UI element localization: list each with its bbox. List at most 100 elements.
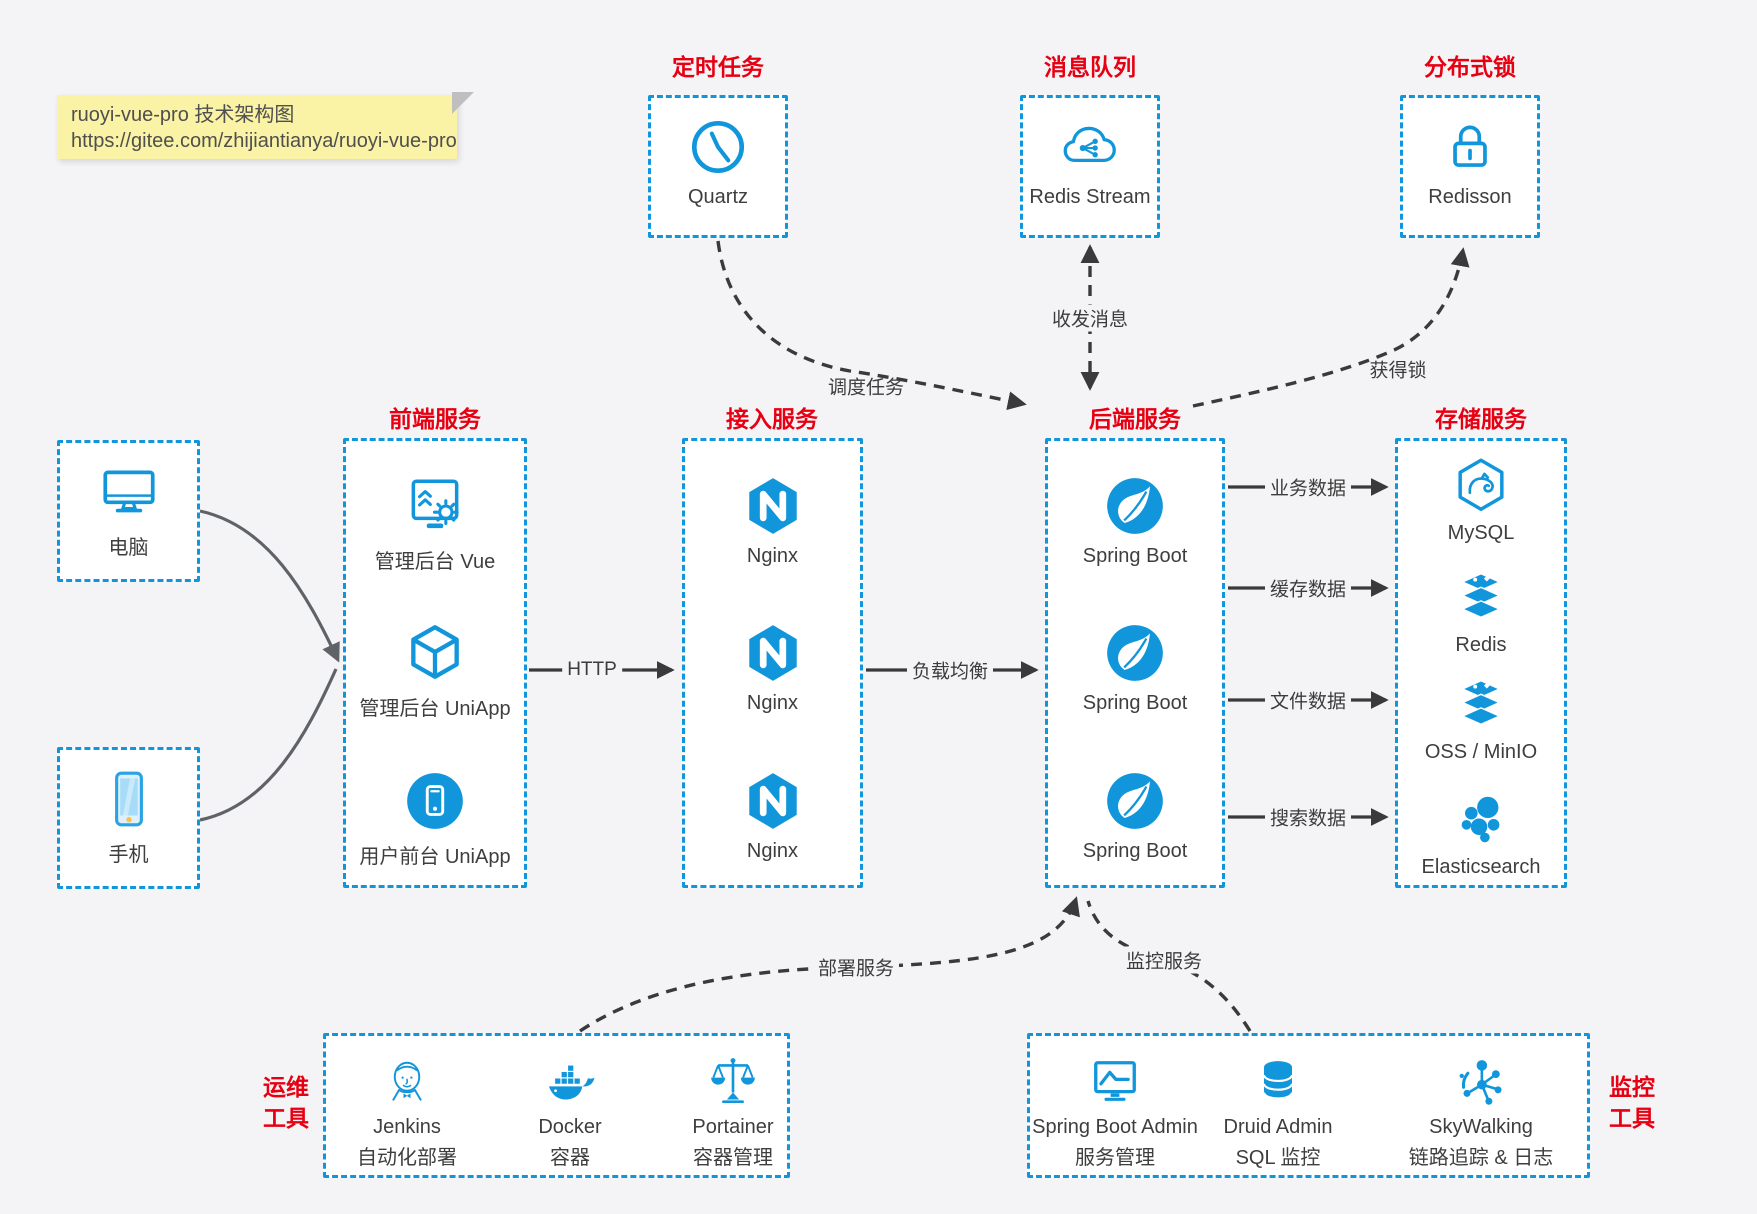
group-title-queue: 消息队列 <box>1044 54 1136 80</box>
edge-computer-to-frontend <box>199 509 340 663</box>
redis-stream-box: Redis Stream <box>1020 95 1160 238</box>
phone-circle-icon <box>402 768 468 834</box>
edge-acquire-lock-curve <box>1192 247 1470 408</box>
node-sublabel: 链路追踪 & 日志 <box>1408 1147 1554 1169</box>
gateway-box: Nginx Nginx Nginx <box>682 438 863 888</box>
scales-icon <box>705 1054 761 1110</box>
node-mysql: MySQL <box>1398 454 1564 545</box>
node-springboot-3: Spring Boot <box>1048 768 1222 863</box>
node-label: Druid Admin <box>1223 1116 1333 1138</box>
edge-label-http: HTTP <box>562 659 622 681</box>
edge-label-acquire-lock: 获得锁 <box>1369 360 1427 382</box>
monitor-chart-icon <box>1087 1054 1143 1110</box>
sticky-note: ruoyi-vue-pro 技术架构图 https://gitee.com/zh… <box>57 92 474 159</box>
node-nginx-3: Nginx <box>685 768 860 863</box>
node-oss-minio: OSS / MinIO <box>1398 673 1564 764</box>
node-quartz: Quartz <box>651 98 785 209</box>
group-title-frontend: 前端服务 <box>389 406 481 432</box>
frontend-box: 管理后台 Vue 管理后台 UniApp 用户前台 UniApp <box>343 438 527 888</box>
node-sublabel: 自动化部署 <box>357 1147 457 1169</box>
padlock-icon <box>1437 114 1503 180</box>
spring-leaf-icon <box>1102 473 1168 539</box>
node-admin-uniapp: 管理后台 UniApp <box>346 620 524 721</box>
elasticsearch-icon <box>1450 788 1512 850</box>
nginx-icon <box>740 768 806 834</box>
node-spring-boot-admin: Spring Boot Admin 服务管理 <box>1015 1054 1215 1170</box>
node-label: 手机 <box>108 844 149 866</box>
spring-leaf-icon <box>1102 768 1168 834</box>
node-label: Spring Boot Admin <box>1032 1116 1198 1138</box>
edge-phone-to-frontend <box>199 668 338 822</box>
admin-screen-gear-icon <box>402 473 468 539</box>
node-hub-icon <box>1453 1054 1509 1110</box>
node-redis: Redis <box>1398 566 1564 657</box>
storage-box: MySQL Redis <box>1395 438 1567 888</box>
node-label: Portainer <box>692 1116 774 1138</box>
edge-label-monitor: 监控服务 <box>1120 946 1208 974</box>
redisson-box: Redisson <box>1400 95 1540 238</box>
edge-label-cache-data: 缓存数据 <box>1264 574 1352 602</box>
edge-label-search-data: 搜索数据 <box>1264 803 1352 831</box>
node-label: Elasticsearch <box>1421 856 1541 878</box>
node-elasticsearch: Elasticsearch <box>1398 788 1564 879</box>
group-title-storage: 存储服务 <box>1435 406 1527 432</box>
node-docker: Docker 容器 <box>470 1054 670 1170</box>
node-springboot-1: Spring Boot <box>1048 473 1222 568</box>
node-user-uniapp: 用户前台 UniApp <box>346 768 524 869</box>
group-title-monitoring: 监控 工具 <box>1609 1074 1655 1131</box>
group-title-gateway: 接入服务 <box>726 406 818 432</box>
note-fold-corner <box>452 92 474 114</box>
node-nginx-1: Nginx <box>685 473 860 568</box>
node-label: Spring Boot <box>1082 545 1188 567</box>
group-title-ops: 运维 工具 <box>263 1074 309 1131</box>
ops-box: Jenkins 自动化部署 Docker 容器 <box>323 1033 790 1178</box>
node-admin-vue: 管理后台 Vue <box>346 473 524 574</box>
node-sublabel: SQL 监控 <box>1235 1147 1321 1169</box>
node-redis-stream: Redis Stream <box>1023 98 1157 209</box>
quartz-box: Quartz <box>648 95 788 238</box>
group-title-lock: 分布式锁 <box>1424 54 1516 80</box>
node-sublabel: 容器 <box>550 1147 590 1169</box>
node-phone: 手机 <box>60 750 197 867</box>
node-label: Nginx <box>746 840 799 862</box>
node-nginx-2: Nginx <box>685 620 860 715</box>
smartphone-icon <box>96 766 162 832</box>
redis-stack-icon <box>1450 673 1512 735</box>
edge-label-schedule: 调度任务 <box>827 377 905 399</box>
node-springboot-2: Spring Boot <box>1048 620 1222 715</box>
node-label: 电脑 <box>108 537 149 559</box>
node-sublabel: 容器管理 <box>693 1147 773 1169</box>
edge-label-file-data: 文件数据 <box>1264 686 1352 714</box>
group-title-scheduler: 定时任务 <box>672 54 764 80</box>
node-label: Redis Stream <box>1029 186 1151 208</box>
group-title-backend: 后端服务 <box>1089 406 1181 432</box>
node-label: Nginx <box>746 692 799 714</box>
node-sublabel: 服务管理 <box>1075 1147 1155 1169</box>
node-redisson: Redisson <box>1403 98 1537 209</box>
phone-box: 手机 <box>57 747 200 889</box>
node-label: Spring Boot <box>1082 840 1188 862</box>
node-label: Docker <box>538 1116 602 1138</box>
node-label: 用户前台 UniApp <box>359 846 511 868</box>
node-jenkins: Jenkins 自动化部署 <box>307 1054 507 1170</box>
node-druid-admin: Druid Admin SQL 监控 <box>1178 1054 1378 1170</box>
nginx-icon <box>740 620 806 686</box>
jenkins-butler-icon <box>379 1054 435 1110</box>
node-computer: 电脑 <box>60 443 197 560</box>
clock-icon <box>685 114 751 180</box>
edge-label-business-data: 业务数据 <box>1264 473 1352 501</box>
node-skywalking: SkyWalking 链路追踪 & 日志 <box>1381 1054 1581 1170</box>
node-label: Spring Boot <box>1082 692 1188 714</box>
cloud-stream-icon <box>1057 114 1123 180</box>
desktop-icon <box>96 459 162 525</box>
node-label: SkyWalking <box>1429 1116 1533 1138</box>
cube-icon <box>402 620 468 686</box>
computer-box: 电脑 <box>57 440 200 582</box>
node-label: OSS / MinIO <box>1424 741 1538 763</box>
docker-whale-icon <box>542 1054 598 1110</box>
note-url: https://gitee.com/zhijiantianya/ruoyi-vu… <box>71 130 457 152</box>
spring-leaf-icon <box>1102 620 1168 686</box>
edge-label-load-balance: 负载均衡 <box>906 656 994 684</box>
node-label: Redisson <box>1428 186 1512 208</box>
